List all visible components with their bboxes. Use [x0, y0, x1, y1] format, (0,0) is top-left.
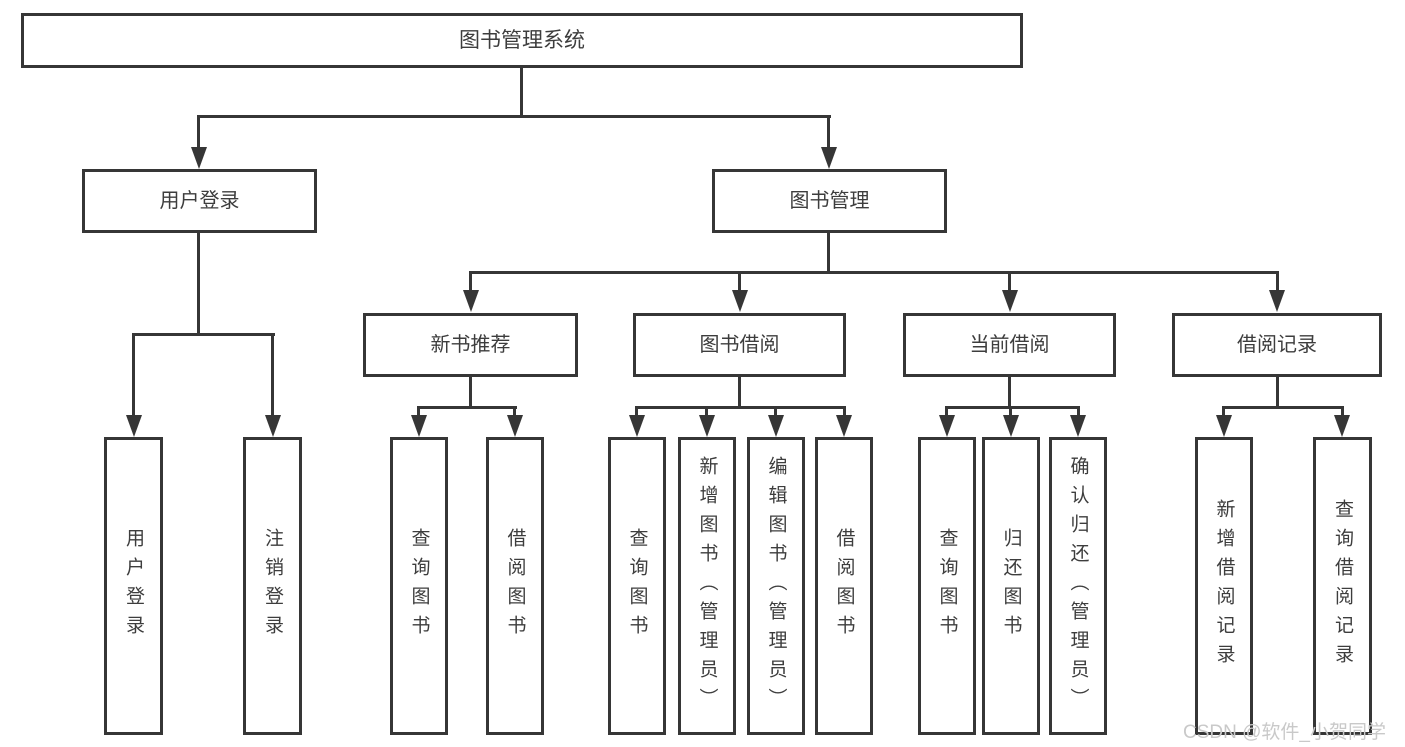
connector-arrow-down [629, 415, 645, 437]
connector-arrow-down [939, 415, 955, 437]
connector-line [513, 406, 516, 417]
connector-line [774, 406, 777, 417]
connector-line [469, 271, 472, 292]
node-label: 图书管理 [789, 190, 870, 212]
connector-line [635, 406, 846, 409]
connector-line [1276, 271, 1279, 292]
node-label: 图书借阅 [699, 334, 780, 356]
leaf-label: 查询图书 [936, 528, 958, 644]
connector-arrow-down [463, 290, 479, 312]
leaf-label: 新增图书（管理员） [696, 455, 718, 717]
connector-arrow-down [1334, 415, 1350, 437]
connector-line [1341, 406, 1344, 417]
connector-arrow-down [507, 415, 523, 437]
connector-line [417, 406, 517, 409]
connector-line [197, 115, 200, 149]
connector-arrow-down [411, 415, 427, 437]
node-borrowing-records: 借阅记录 [1172, 313, 1382, 377]
connector-arrow-down [768, 415, 784, 437]
node-library-management-system: 图书管理系统 [21, 13, 1023, 68]
connector-line [197, 115, 831, 118]
connector-line [827, 115, 830, 149]
connector-line [197, 233, 200, 335]
connector-line [1008, 377, 1011, 408]
leaf-label: 查询图书 [626, 528, 648, 644]
connector-line [945, 406, 948, 417]
node-label: 新书推荐 [430, 334, 511, 356]
connector-arrow-down [191, 147, 207, 169]
connector-line [417, 406, 420, 417]
leaf-user-login: 用户登录 [104, 437, 163, 735]
leaf-label: 编辑图书（管理员） [765, 455, 787, 717]
connector-arrow-down [126, 415, 142, 437]
leaf-add-borrow-record: 新增借阅记录 [1195, 437, 1253, 735]
leaf-label: 新增借阅记录 [1213, 499, 1235, 673]
connector-arrow-down [836, 415, 852, 437]
connector-arrow-down [821, 147, 837, 169]
connector-line [827, 233, 830, 274]
connector-arrow-down [1002, 290, 1018, 312]
connector-arrow-down [699, 415, 715, 437]
leaf-label: 注销登录 [262, 528, 283, 644]
connector-line [738, 377, 741, 408]
leaf-borrow-books-recommend: 借阅图书 [486, 437, 544, 735]
connector-line [945, 406, 1080, 409]
connector-line [132, 333, 275, 336]
connector-arrow-down [1070, 415, 1086, 437]
csdn-watermark: CSDN @软件_小贺同学 [1183, 722, 1386, 743]
connector-line [271, 333, 274, 417]
leaf-label: 借阅图书 [833, 528, 855, 644]
connector-line [1222, 406, 1225, 417]
connector-line [1222, 406, 1344, 409]
connector-line [520, 68, 523, 117]
node-current-borrowing: 当前借阅 [903, 313, 1116, 377]
node-label: 借阅记录 [1237, 334, 1317, 356]
connector-line [1008, 271, 1011, 292]
connector-line [132, 333, 135, 417]
node-book-borrowing: 图书借阅 [633, 313, 846, 377]
node-book-management: 图书管理 [712, 169, 947, 233]
leaf-borrow-books: 借阅图书 [815, 437, 873, 735]
connector-line [635, 406, 638, 417]
leaf-label: 查询借阅记录 [1332, 499, 1353, 673]
node-label: 当前借阅 [969, 334, 1050, 356]
leaf-query-borrow-record: 查询借阅记录 [1313, 437, 1372, 735]
connector-arrow-down [265, 415, 281, 437]
connector-arrow-down [732, 290, 748, 312]
leaf-label: 查询图书 [408, 528, 430, 644]
connector-line [1276, 377, 1279, 408]
node-label: 用户登录 [159, 190, 240, 212]
leaf-confirm-return-admin: 确认归还（管理员） [1049, 437, 1107, 735]
connector-line [469, 377, 472, 408]
connector-line [738, 271, 741, 292]
leaf-add-books-admin: 新增图书（管理员） [678, 437, 736, 735]
leaf-label: 借阅图书 [504, 528, 526, 644]
connector-line [1077, 406, 1080, 417]
connector-arrow-down [1216, 415, 1232, 437]
leaf-label: 归还图书 [1000, 528, 1022, 644]
leaf-label: 用户登录 [123, 528, 144, 644]
connector-line [843, 406, 846, 417]
node-user-login: 用户登录 [82, 169, 317, 233]
leaf-query-books-recommend: 查询图书 [390, 437, 448, 735]
leaf-label: 确认归还（管理员） [1067, 455, 1089, 717]
connector-line [469, 271, 1279, 274]
leaf-query-books-current: 查询图书 [918, 437, 976, 735]
connector-arrow-down [1269, 290, 1285, 312]
node-label: 图书管理系统 [459, 29, 585, 52]
connector-line [1009, 406, 1012, 417]
connector-arrow-down [1003, 415, 1019, 437]
leaf-query-books-borrow: 查询图书 [608, 437, 666, 735]
leaf-edit-books-admin: 编辑图书（管理员） [747, 437, 805, 735]
leaf-return-books: 归还图书 [982, 437, 1040, 735]
connector-line [705, 406, 708, 417]
node-new-book-recommendation: 新书推荐 [363, 313, 578, 377]
leaf-logout: 注销登录 [243, 437, 302, 735]
